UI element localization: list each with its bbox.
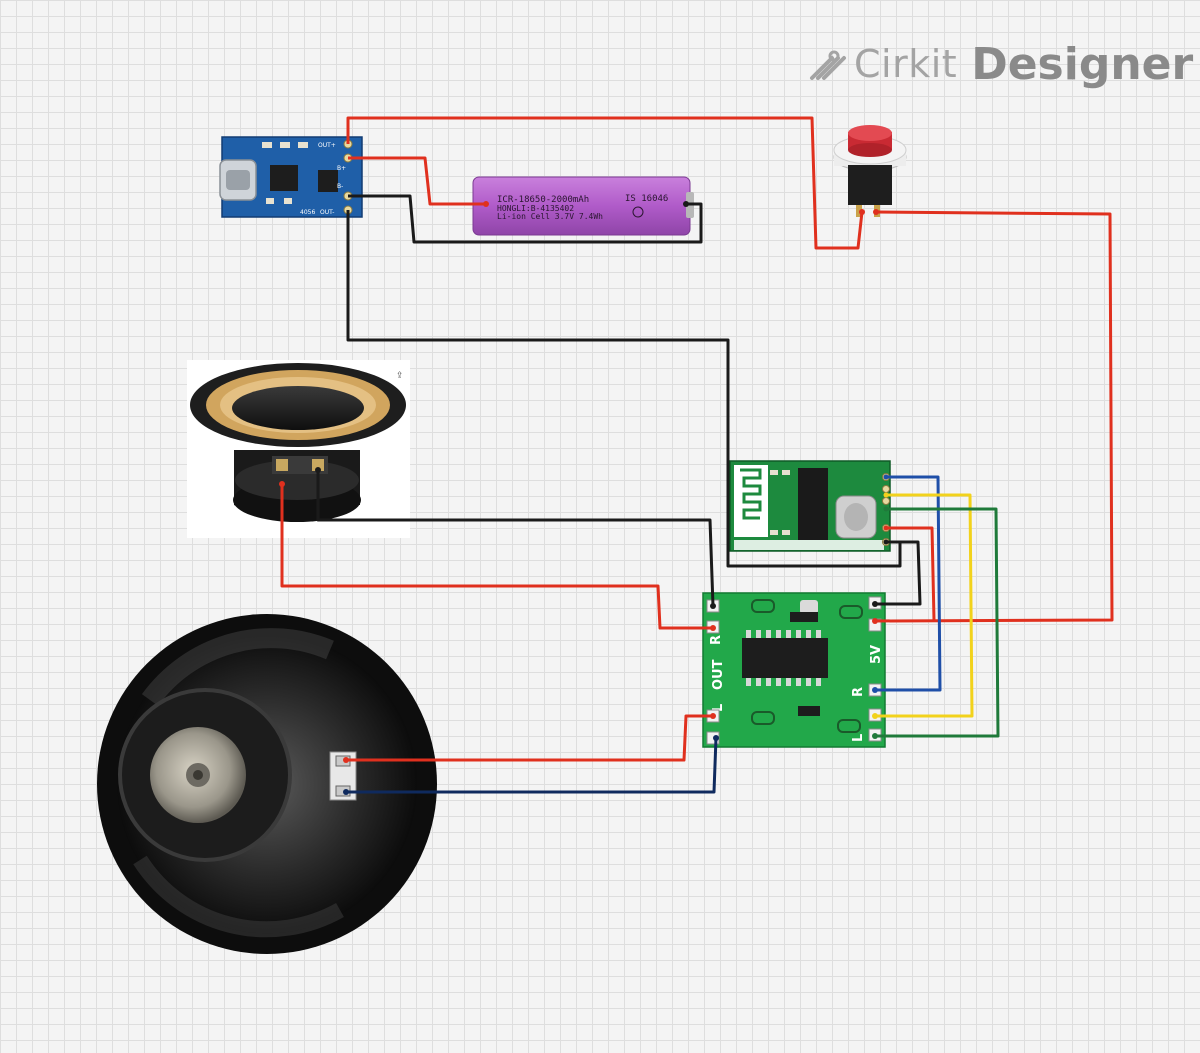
wire-button-to-amp-5v[interactable] [874, 210, 1114, 623]
wire-charger-to-button[interactable] [346, 116, 864, 250]
amp-out-r-label: R [709, 635, 724, 645]
small-speaker[interactable]: ⇪ [187, 360, 410, 538]
charger-pin-out-minus-label: OUT- [320, 209, 334, 216]
battery-18650[interactable]: ICR-18650-2000mAh HONGLI:B-4135402 Li-io… [472, 176, 694, 236]
amp-supply-label: 5V [869, 645, 884, 664]
charger-pin-out-plus-label: OUT+ [318, 142, 336, 149]
wire-large-speaker-plus[interactable] [346, 714, 713, 762]
charger-pin-b-minus-label: B- [337, 183, 343, 190]
push-button[interactable] [833, 125, 907, 217]
wire-small-speaker-minus[interactable] [316, 470, 715, 607]
wire-bt-gnd-to-amp-gnd[interactable] [875, 540, 922, 606]
wire-large-speaker-minus[interactable] [346, 737, 718, 794]
brand-name-designer: Designer [971, 38, 1194, 90]
battery-line1: ICR-18650-2000mAh [497, 195, 589, 205]
battery-code: IS 16046 [625, 194, 668, 204]
battery-line2: HONGLI:B-4135402 [497, 204, 574, 213]
share-icon: ⇪ [396, 371, 404, 381]
wire-bt-gnd-to-amp-l-gnd[interactable] [875, 507, 1000, 738]
wire-bt-r-to-amp-r[interactable] [875, 475, 942, 692]
bt-chip [798, 468, 828, 540]
charger-pin-b-plus-label: B+ [337, 165, 346, 172]
brand-name-cirkit: Cirkit [854, 42, 958, 86]
amp-in-r-label: R [851, 687, 866, 697]
amp-in-l-label: L [851, 734, 866, 742]
wires [280, 116, 1114, 794]
ic-chip [270, 165, 298, 191]
amp-out-l-label: L [711, 704, 726, 712]
amp-chip [742, 638, 828, 678]
brand-logo: Cirkit Designer [808, 36, 1193, 92]
wire-bt-l-to-amp-l[interactable] [875, 493, 974, 718]
large-speaker[interactable] [97, 614, 437, 954]
cirkit-logo-icon [810, 50, 846, 80]
amplifier-module[interactable]: R OUT L 5V R L [702, 592, 886, 748]
bluetooth-module[interactable] [729, 460, 891, 552]
wire-bt-vcc-to-amp[interactable] [886, 526, 936, 621]
wire-small-speaker-plus[interactable] [280, 484, 713, 630]
charger-chip-label: 4056 [300, 209, 315, 216]
battery-line3: Li-ion Cell 3.7V 7.4Wh [497, 212, 603, 221]
wire-charger-b-minus-to-battery[interactable] [348, 194, 703, 244]
amp-out-label: OUT [711, 659, 726, 690]
pin-dots [279, 209, 889, 795]
charger-module[interactable]: OUT+ B+ B- 4056 OUT- [219, 136, 363, 218]
wire-charger-b-plus-to-battery[interactable] [348, 156, 486, 206]
